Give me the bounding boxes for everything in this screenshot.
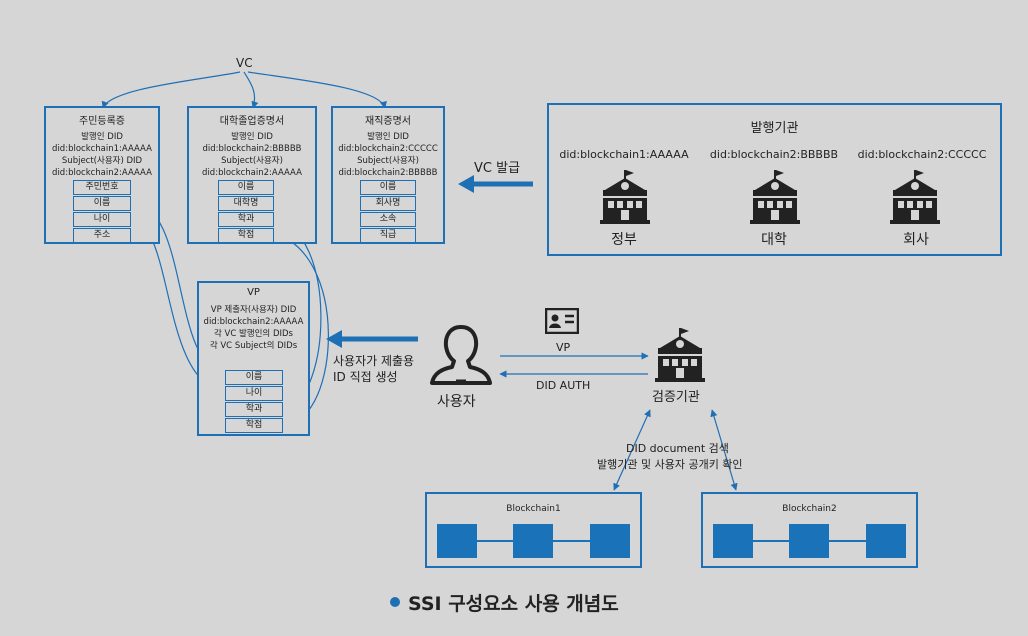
vp-field: 나이: [225, 386, 283, 401]
building-icon: [750, 170, 800, 224]
bc2-arrow: [710, 409, 738, 491]
vc-arrow-2: [243, 71, 259, 109]
card-field: 회사명: [360, 196, 416, 211]
vp-arrow-label: VP: [556, 341, 571, 354]
vc-arrow-3: [247, 71, 387, 109]
card-title: 주민등록증: [79, 116, 125, 127]
vp-document-icon: [545, 308, 579, 334]
caption-bullet: [390, 597, 400, 607]
vc-issue-arrowhead: [458, 175, 474, 193]
blockchain-1-box: Blockchain1: [425, 492, 642, 568]
card-line: 각 VC Subject의 DIDs: [209, 341, 298, 351]
card-line: VP 제출자(사용자) DID: [210, 305, 297, 315]
card-line: 각 VC 발행인의 DIDs: [214, 329, 293, 339]
vp-field: 이름: [225, 370, 283, 385]
vc-arrow-1: [101, 71, 241, 109]
card-line: did:blockchain2:AAAAA: [203, 317, 304, 327]
card-field: 이름: [360, 180, 416, 195]
card-line: did:blockchain2:BBBBB: [338, 168, 438, 178]
blockchain-label: Blockchain2: [782, 504, 837, 514]
vp-field: 학점: [225, 418, 283, 433]
did-doc-label: DID document 검색: [626, 442, 729, 455]
issuer-did: did:blockchain2:CCCCC: [857, 148, 987, 161]
card-line: 발행인 DID: [367, 132, 409, 142]
card-title: 재직증명서: [365, 116, 411, 127]
did-doc-label: 발행기관 및 사용자 공개키 확인: [597, 458, 743, 471]
bc1-arrow: [613, 409, 651, 491]
card-line: did:blockchain1:AAAAA: [52, 144, 152, 154]
card-field: 이름: [218, 180, 274, 195]
card-field: 학과: [218, 212, 274, 227]
card-field: 소속: [360, 212, 416, 227]
block-node: [513, 524, 553, 558]
card-line: Subject(사용자) DID: [61, 156, 143, 166]
card-line: 발행인 DID: [81, 132, 123, 142]
issuer-title: 발행기관: [750, 121, 799, 136]
block-node: [437, 524, 477, 558]
card-line: 발행인 DID: [231, 132, 273, 142]
card-line: Subject(사용자): [357, 156, 419, 166]
card-line: did:blockchain2:AAAAA: [52, 168, 152, 178]
building-icon: [890, 170, 940, 224]
vp-create-arrowhead: [326, 330, 342, 348]
vp-card: VP VP 제출자(사용자) DID did:blockchain2:AAAAA…: [197, 281, 310, 436]
card-field: 주소: [73, 228, 131, 243]
vc-issue-label: VC 발급: [474, 161, 521, 176]
building-icon: [600, 170, 650, 224]
issuer-name: 회사: [903, 232, 929, 248]
block-node: [789, 524, 829, 558]
card-line: did:blockchain2:AAAAA: [202, 168, 302, 178]
issuer-did: did:blockchain1:AAAAA: [559, 148, 689, 161]
card-field: 나이: [73, 212, 131, 227]
vc-card-resident: 주민등록증 발행인 DID did:blockchain1:AAAAA Subj…: [44, 106, 160, 244]
issuer-box: 발행기관 did:blockchain1:AAAAA did:blockchai…: [547, 103, 1002, 256]
blockchain-2-box: Blockchain2: [701, 492, 918, 568]
block-node: [590, 524, 630, 558]
block-node: [866, 524, 906, 558]
user-icon: [430, 325, 492, 385]
issuer-name: 정부: [611, 232, 637, 248]
card-field: 대학명: [218, 196, 274, 211]
issuer-name: 대학: [761, 232, 787, 248]
user-label: 사용자: [437, 394, 476, 410]
card-line: did:blockchain2:BBBBB: [202, 144, 302, 154]
block-node: [713, 524, 753, 558]
verifier-building-icon: [655, 328, 705, 382]
user-create-label: ID 직접 생성: [333, 370, 398, 384]
card-field: 학점: [218, 228, 274, 243]
card-line: Subject(사용자): [221, 156, 283, 166]
caption: SSI 구성요소 사용 개념도: [408, 593, 619, 615]
card-field: 이름: [73, 196, 131, 211]
vc-label: VC: [236, 56, 253, 70]
issuer-did: did:blockchain2:BBBBB: [709, 148, 839, 161]
card-title: VP: [247, 287, 260, 298]
card-line: did:blockchain2:CCCCC: [338, 144, 438, 154]
vc-card-diploma: 대학졸업증명서 발행인 DID did:blockchain2:BBBBB Su…: [187, 106, 317, 244]
user-create-label: 사용자가 제출용: [333, 354, 415, 368]
vp-field: 학과: [225, 402, 283, 417]
card-field: 주민번호: [73, 180, 131, 195]
did-auth-label: DID AUTH: [536, 379, 591, 392]
card-title: 대학졸업증명서: [219, 116, 285, 127]
verifier-label: 검증기관: [652, 390, 700, 405]
card-field: 직급: [360, 228, 416, 243]
blockchain-label: Blockchain1: [506, 504, 561, 514]
vc-card-employment: 재직증명서 발행인 DID did:blockchain2:CCCCC Subj…: [331, 106, 445, 244]
